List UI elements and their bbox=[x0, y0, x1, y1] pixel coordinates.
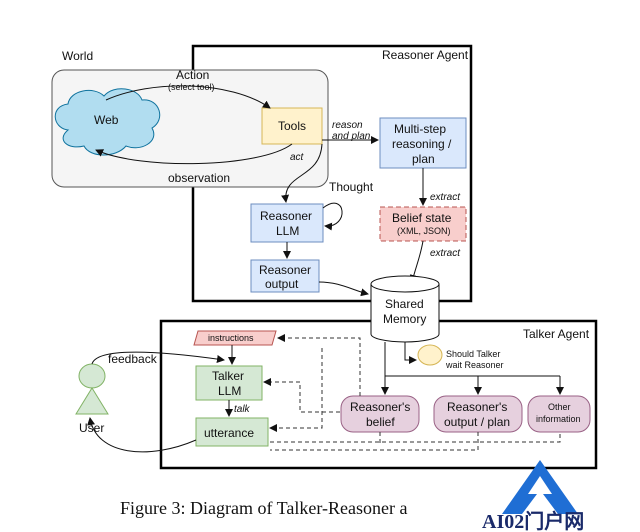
utterance-box bbox=[195, 417, 269, 447]
reasoner-llm-line-1: Reasoner bbox=[260, 209, 312, 223]
multistep-line-1: Multi-step bbox=[394, 122, 446, 136]
reason-label: reason bbox=[332, 120, 363, 131]
should-talker-wait-line-2: wait Reasoner bbox=[445, 360, 504, 370]
reasoner-output-line-1: Reasoner bbox=[259, 263, 311, 277]
dashed-belief-to-instructions bbox=[277, 334, 361, 396]
belief-state-sub-label: (XML, JSON) bbox=[397, 226, 451, 236]
other-info-line-1: Other bbox=[548, 402, 571, 412]
multistep-line-2: reasoning / bbox=[392, 137, 452, 151]
instructions-box bbox=[193, 330, 277, 346]
extract-label-1: extract bbox=[430, 192, 461, 203]
dashed-bottom-return bbox=[270, 432, 479, 451]
world-label: World bbox=[62, 49, 93, 63]
belief-state-label: Belief state bbox=[392, 211, 452, 225]
reasoners-belief-line-2: belief bbox=[366, 415, 395, 429]
reasoner-output-box bbox=[250, 259, 320, 293]
reasoner-output-line-2: output bbox=[265, 277, 299, 291]
should-talker-wait-line-1: Should Talker bbox=[446, 349, 500, 359]
tools-to-reasoner-arrow bbox=[281, 143, 323, 203]
reasoner-llm-box bbox=[250, 203, 324, 243]
extract-label-2: extract bbox=[430, 248, 461, 259]
action-label: Action bbox=[176, 68, 209, 82]
act-label: act bbox=[290, 152, 305, 163]
observation-label: observation bbox=[168, 171, 230, 185]
utterance-label: utterance bbox=[204, 426, 254, 440]
multistep-box bbox=[379, 117, 467, 169]
thought-label: Thought bbox=[329, 180, 374, 194]
and-plan-label: and plan bbox=[332, 131, 371, 142]
multistep-line-3: plan bbox=[412, 152, 435, 166]
thought-loop bbox=[322, 202, 343, 231]
instructions-label: instructions bbox=[208, 333, 254, 343]
other-info-box bbox=[527, 395, 591, 433]
output-to-memory-arrow bbox=[318, 281, 369, 297]
tools-label: Tools bbox=[278, 119, 306, 133]
utterance-to-user-arrow bbox=[87, 417, 197, 453]
memory-to-wait-arrow bbox=[404, 342, 417, 364]
should-talker-wait-node bbox=[417, 344, 443, 366]
memory-fanout-line bbox=[384, 342, 560, 377]
reasoner-llm-line-2: LLM bbox=[276, 224, 299, 238]
belief-state-box bbox=[379, 206, 467, 242]
talker-llm-line-2: LLM bbox=[218, 384, 241, 398]
watermark-logo: AI02门户网 bbox=[482, 460, 584, 532]
user-head bbox=[78, 363, 106, 389]
watermark-text: AI02门户网 bbox=[482, 509, 584, 532]
reasoners-output-line-1: Reasoner's bbox=[447, 400, 507, 414]
reasoners-belief-line-1: Reasoner's bbox=[350, 400, 410, 414]
web-cloud bbox=[54, 88, 161, 156]
observation-arrow bbox=[95, 143, 293, 165]
figure-caption: Figure 3: Diagram of Talker-Reasoner a bbox=[120, 498, 407, 518]
select-tool-label: (select tool) bbox=[168, 82, 215, 92]
action-arrow bbox=[105, 85, 271, 109]
shared-memory-top bbox=[370, 275, 440, 293]
talk-label: talk bbox=[234, 404, 251, 415]
reasoners-output-line-2: output / plan bbox=[444, 415, 510, 429]
web-label: Web bbox=[94, 113, 119, 127]
user-label: User bbox=[79, 421, 104, 435]
talker-llm-line-1: Talker bbox=[212, 369, 244, 383]
feedback-arrow bbox=[91, 351, 225, 365]
reasoner-agent-label: Reasoner Agent bbox=[382, 48, 469, 62]
other-info-line-2: information bbox=[536, 414, 581, 424]
feedback-label: feedback bbox=[108, 352, 158, 366]
talker-agent-label: Talker Agent bbox=[523, 327, 590, 341]
shared-memory-line-2: Memory bbox=[383, 312, 426, 326]
dashed-to-utterance bbox=[269, 348, 323, 432]
dashed-memory-to-talker bbox=[263, 378, 340, 413]
talker-llm-box bbox=[195, 365, 263, 401]
dashed-purple-bottom bbox=[270, 432, 561, 443]
shared-memory-line-1: Shared bbox=[385, 297, 424, 311]
user-body bbox=[75, 387, 109, 415]
